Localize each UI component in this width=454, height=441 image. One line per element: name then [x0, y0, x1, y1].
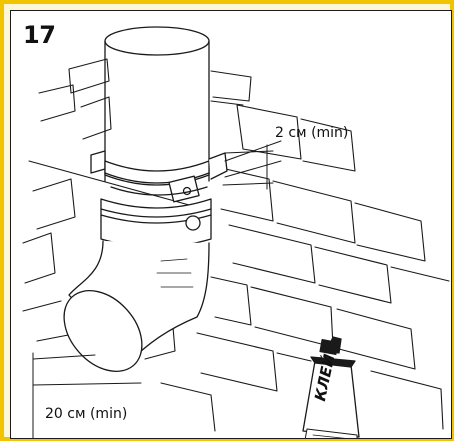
distance-bottom-label: 20 см (min) — [45, 406, 128, 422]
illustration-panel: 17 2 см (min) 20 см (min) КЛЕЙ — [10, 10, 452, 439]
dimension-bottom — [32, 352, 142, 438]
brick-wall-icon — [22, 58, 450, 432]
downpipe-elbow-icon — [63, 26, 212, 372]
pipe-clamp-icon — [90, 150, 228, 203]
installation-drawing — [22, 26, 450, 438]
glue-tube-icon — [302, 336, 360, 438]
distance-top-label: 2 см (min) — [275, 125, 349, 141]
dimension-top — [222, 140, 282, 190]
step-number: 17 — [23, 21, 56, 49]
